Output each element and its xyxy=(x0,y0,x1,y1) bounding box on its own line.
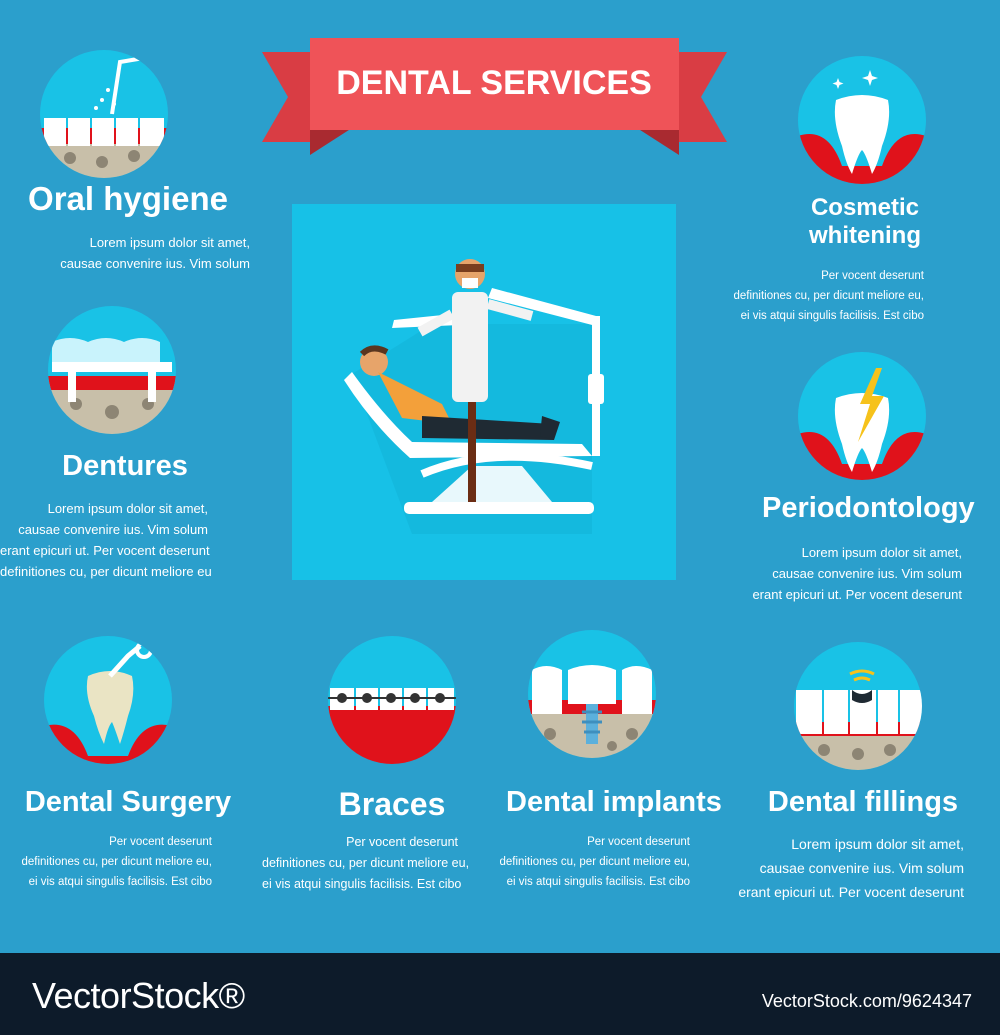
extraction-icon xyxy=(44,636,172,764)
dentures-title: Dentures xyxy=(62,450,188,482)
title-ribbon xyxy=(262,30,727,160)
braces-icon xyxy=(328,636,456,764)
dentures-desc: Lorem ipsum dolor sit amet, causae conve… xyxy=(0,501,212,579)
brand-logo: VectorStock® xyxy=(32,975,245,1016)
cosmetic-whitening-desc: Per vocent deserunt definitiones cu, per… xyxy=(733,270,925,322)
dental-implants-desc: Per vocent deserunt definitiones cu, per… xyxy=(499,836,691,888)
oral-hygiene-icon xyxy=(40,50,168,178)
periodontology-title: Periodontology xyxy=(762,492,975,524)
dental-fillings-desc: Lorem ipsum dolor sit amet, causae conve… xyxy=(738,836,964,900)
dental-surgery-title: Dental Surgery xyxy=(24,786,232,818)
dentures-icon xyxy=(48,306,176,434)
filling-icon xyxy=(794,642,922,770)
dental-implants-title: Dental implants xyxy=(506,786,722,818)
cosmetic-whitening-title: Cosmetic whitening xyxy=(809,194,921,249)
dental-surgery-desc: Per vocent deserunt definitiones cu, per… xyxy=(21,836,213,888)
braces-desc: Per vocent deserunt definitiones cu, per… xyxy=(262,835,470,891)
image-id: VectorStock.com/9624347 xyxy=(761,991,972,1011)
page-title: DENTAL SERVICES xyxy=(336,64,652,102)
periodontology-desc: Lorem ipsum dolor sit amet, causae conve… xyxy=(752,545,962,602)
braces-title: Braces xyxy=(338,786,446,822)
implant-icon xyxy=(528,630,656,758)
footer-bar xyxy=(0,953,1000,1035)
dental-fillings-title: Dental fillings xyxy=(767,786,959,818)
toothache-icon xyxy=(798,352,926,480)
oral-hygiene-title: Oral hygiene xyxy=(28,180,228,217)
dentist-chair-illustration xyxy=(292,204,676,580)
oral-hygiene-desc: Lorem ipsum dolor sit amet, causae conve… xyxy=(60,235,250,271)
whitening-tooth-icon xyxy=(798,56,926,184)
